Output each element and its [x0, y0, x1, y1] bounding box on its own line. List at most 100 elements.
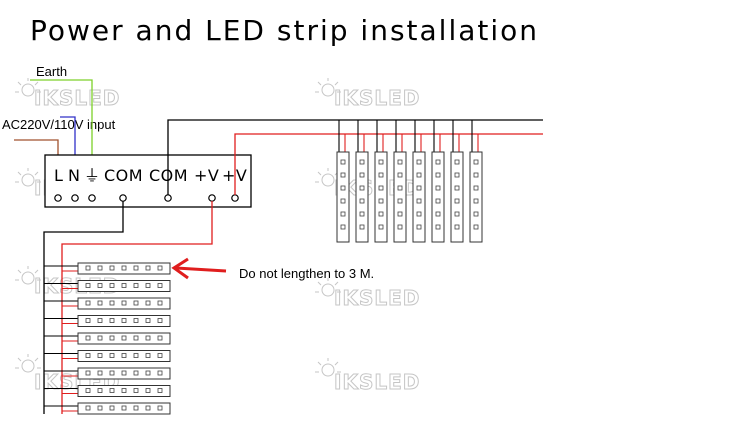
led-chip: [454, 224, 460, 230]
strip-body: [336, 151, 350, 243]
led-chip: [121, 335, 127, 341]
led-chip: [85, 353, 91, 358]
com-wire-left: [43, 201, 124, 414]
led-chip: [454, 172, 460, 178]
led-chip: [85, 300, 91, 306]
led-chip: [97, 405, 103, 411]
led-chip: [97, 353, 103, 358]
ground-symbol-icon: ⏚: [84, 166, 101, 185]
led-chip: [97, 265, 103, 271]
strip-body: [469, 151, 483, 243]
led-chip: [340, 172, 346, 178]
led-chip: [97, 300, 103, 306]
led-chip: [97, 335, 103, 341]
led-chip: [121, 318, 127, 323]
led-chip: [157, 300, 163, 306]
terminal-screw: [71, 194, 79, 202]
led-chip: [133, 388, 139, 393]
led-chip: [359, 211, 365, 217]
terminal-screw: [164, 194, 172, 202]
led-chip: [157, 318, 163, 323]
led-chip: [340, 159, 346, 165]
led-strip: [44, 262, 171, 275]
led-chip: [340, 211, 346, 217]
led-chip: [145, 265, 151, 271]
led-chip: [473, 185, 479, 191]
led-chip: [397, 211, 403, 217]
led-chip: [435, 198, 441, 204]
led-chip: [378, 224, 384, 230]
led-bulb-icon: [15, 78, 41, 97]
led-chip: [397, 159, 403, 165]
positive-wire-left: [61, 201, 213, 414]
strip-body: [450, 151, 464, 243]
led-chip: [133, 265, 139, 271]
strip-body: [431, 151, 445, 243]
led-chip: [145, 283, 151, 288]
vertical-led-strips: [336, 120, 483, 243]
led-chip: [359, 198, 365, 204]
led-strip: [44, 297, 171, 310]
led-chip: [97, 283, 103, 288]
led-strip: [44, 350, 171, 362]
led-chip: [416, 198, 422, 204]
horizontal-led-strips: [44, 262, 171, 415]
led-chip: [473, 211, 479, 217]
led-chip: [397, 224, 403, 230]
strip-body: [77, 402, 171, 415]
strip-body: [77, 367, 171, 380]
led-chip: [454, 211, 460, 217]
led-strip: [44, 385, 171, 397]
led-chip: [359, 224, 365, 230]
terminal-screw: [88, 194, 96, 202]
terminal-label-n: N: [68, 166, 80, 185]
led-chip: [359, 185, 365, 191]
led-chip: [133, 353, 139, 358]
led-chip: [416, 172, 422, 178]
terminal-screw: [54, 194, 62, 202]
arrow-left-icon: [171, 257, 227, 280]
led-chip: [97, 388, 103, 393]
led-chip: [435, 211, 441, 217]
led-chip: [157, 353, 163, 358]
led-chip: [378, 211, 384, 217]
led-strip: [44, 280, 171, 292]
led-chip: [378, 172, 384, 178]
led-bulb-icon: [15, 168, 41, 187]
watermark: IKSLED: [15, 78, 120, 111]
led-chip: [416, 211, 422, 217]
led-chip: [133, 283, 139, 288]
warning-label: Do not lengthen to 3 M.: [239, 266, 374, 281]
led-chip: [145, 335, 151, 341]
led-chip: [145, 388, 151, 393]
strip-body: [374, 151, 388, 243]
led-strip: [44, 402, 171, 415]
watermark-text: IKSLED: [334, 370, 420, 394]
led-chip: [109, 388, 115, 393]
led-chip: [109, 353, 115, 358]
led-chip: [157, 405, 163, 411]
led-chip: [85, 388, 91, 393]
watermark: IKSLED: [315, 278, 420, 311]
led-chip: [435, 185, 441, 191]
led-chip: [109, 335, 115, 341]
terminal-screw: [119, 194, 127, 202]
led-chip: [85, 283, 91, 288]
led-chip: [473, 224, 479, 230]
led-chip: [359, 159, 365, 165]
terminal-screws: [54, 194, 239, 202]
led-chip: [85, 405, 91, 411]
terminal-label-l: L: [54, 166, 63, 185]
led-strip: [44, 332, 171, 345]
led-bulb-icon: [315, 358, 341, 377]
led-chip: [121, 388, 127, 393]
terminal-label-com: COM: [104, 166, 143, 185]
led-chip: [157, 265, 163, 271]
led-chip: [133, 370, 139, 376]
strip-body: [412, 151, 426, 243]
led-chip: [121, 300, 127, 306]
led-chip: [145, 318, 151, 323]
led-bulb-icon: [15, 266, 41, 285]
strip-body: [393, 151, 407, 243]
